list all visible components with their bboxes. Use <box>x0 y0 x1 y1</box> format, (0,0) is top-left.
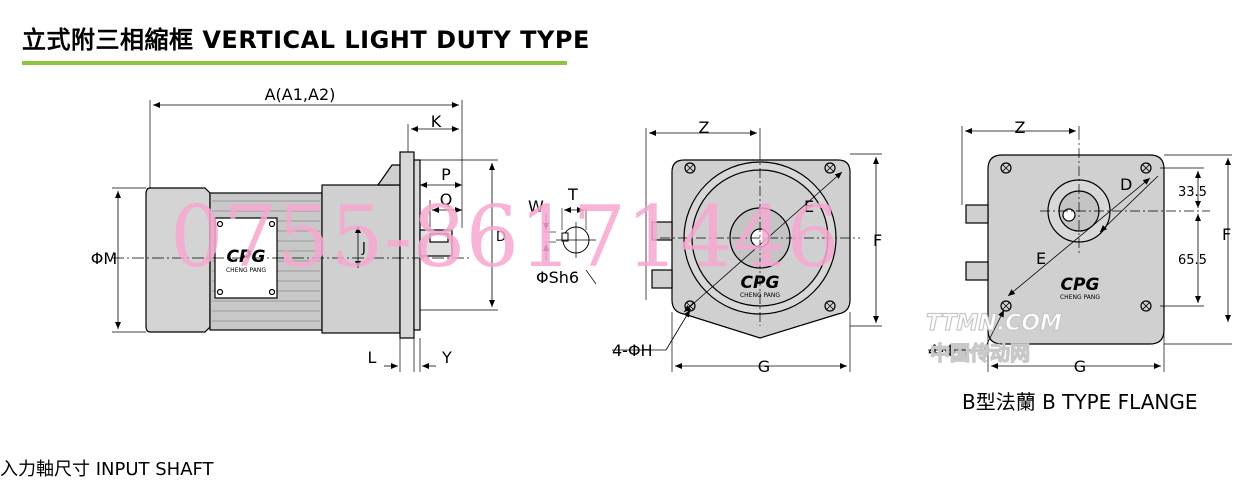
side-logo: CPG <box>227 247 266 267</box>
page-title: 立式附三相縮框 VERTICAL LIGHT DUTY TYPE <box>22 26 590 54</box>
dim-p-label: P <box>441 165 451 184</box>
dim-k-label: K <box>431 112 442 131</box>
site-cn-watermark: 中国传动网 <box>930 341 1030 365</box>
front-dim-z-label: Z <box>699 118 710 137</box>
b-flange-view <box>928 126 1232 372</box>
front-dim-e-label: E <box>804 197 814 216</box>
front-dim-g-label: G <box>758 357 770 376</box>
dim-a-label: A(A1,A2) <box>265 85 336 104</box>
dim-w-label: W <box>528 197 544 216</box>
side-logo-sub: CHENG PANG <box>226 267 266 274</box>
b-dim-z-label: Z <box>1015 118 1026 137</box>
front-view <box>612 128 882 372</box>
dim-q-label: Q <box>440 190 453 209</box>
drawing-canvas: A(A1,A2) K P Q D J ΦM L Y CPG CHENG PANG… <box>91 85 1232 376</box>
dim-l-label: L <box>368 348 377 367</box>
b-dim-65-label: 65.5 <box>1178 253 1207 268</box>
front-logo: CPG <box>741 273 780 293</box>
dim-d-label: D <box>496 230 506 245</box>
phone-watermark: 0755-86171446 <box>170 188 840 286</box>
site-watermark: TTMN.COM <box>926 311 1062 336</box>
dim-y-label: Y <box>441 348 452 367</box>
front-logo-sub: CHENG PANG <box>740 292 780 299</box>
b-dim-33-label: 33.5 <box>1178 185 1207 200</box>
front-dim-f-label: F <box>873 231 882 250</box>
b-dim-f-label: F <box>1222 225 1231 244</box>
b-dim-g-label: G <box>1074 357 1086 376</box>
bottom-section-title: 入力軸尺寸 INPUT SHAFT <box>0 459 214 480</box>
dim-sh-label: ΦSh6 <box>536 268 579 287</box>
b-dim-d-label: D <box>1120 175 1132 194</box>
b-dim-e-label: E <box>1036 249 1046 268</box>
side-view <box>112 100 498 372</box>
dim-j-label: J <box>361 241 366 256</box>
b-logo: CPG <box>1061 275 1100 295</box>
title-underline <box>22 61 567 65</box>
dim-m-label: ΦM <box>91 249 117 268</box>
b-logo-sub: CHENG PANG <box>1060 294 1100 301</box>
b-flange-caption: B型法蘭 B TYPE FLANGE <box>962 390 1198 414</box>
dim-t-label: T <box>567 185 578 204</box>
shaft-section <box>543 207 597 285</box>
front-dim-h-label: 4-ΦH <box>612 341 653 360</box>
b-dim-h-label: 4-ΦH <box>928 341 969 360</box>
